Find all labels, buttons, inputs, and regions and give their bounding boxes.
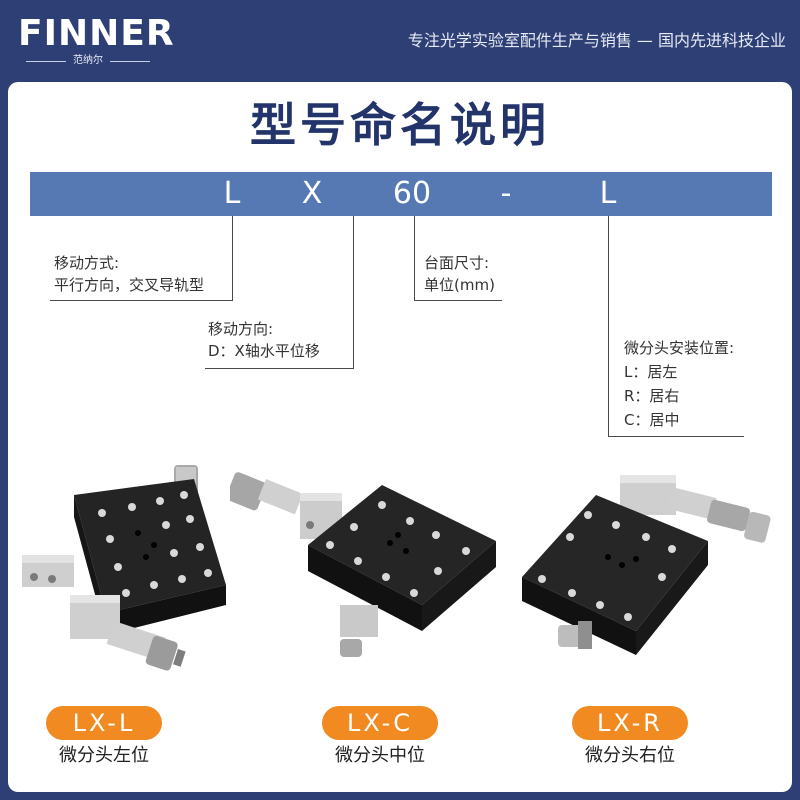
- size-label: 台面尺寸:: [424, 254, 490, 272]
- code-segment-axis: X: [301, 176, 323, 211]
- micrometer-option-center: C：居中: [624, 411, 680, 429]
- page-title: 型号命名说明: [250, 98, 550, 152]
- connector-mode-horizontal: [50, 300, 233, 301]
- logo-divider-left: [26, 61, 66, 62]
- connector-direction-vertical: [353, 216, 354, 368]
- caption-center: 微分头中位: [335, 745, 425, 766]
- stage-image-center: [230, 472, 496, 657]
- micrometer-option-left: L：居左: [624, 363, 678, 381]
- micrometer-knob-icon: [558, 621, 592, 649]
- micrometer-head-icon: [620, 475, 771, 543]
- model-code-bar: L X 60 - L: [30, 172, 772, 216]
- mode-value: 平行方向，交叉导轨型: [54, 276, 205, 294]
- code-segment-dash: -: [500, 176, 512, 211]
- code-segment-type: L: [223, 176, 241, 211]
- side-bracket-icon: [22, 555, 74, 587]
- mode-description: 移动方式: 平行方向，交叉导轨型: [54, 252, 204, 296]
- model-badge-left: LX-L: [46, 706, 162, 740]
- code-segment-size: 60: [392, 176, 432, 211]
- logo-divider-right: [110, 61, 150, 62]
- brand-logo: FINNER 范纳尔: [18, 13, 175, 68]
- logo-text: FINNER: [18, 13, 175, 54]
- model-badge-center: LX-C: [322, 706, 438, 740]
- caption-left: 微分头左位: [59, 745, 149, 766]
- direction-value: D：X轴水平位移: [208, 342, 320, 360]
- micrometer-label: 微分头安装位置:: [624, 339, 735, 357]
- micrometer-description: 微分头安装位置: L：居左 R：居右 C：居中: [624, 336, 734, 432]
- connector-size-horizontal: [414, 300, 502, 301]
- connector-direction-horizontal: [205, 368, 354, 369]
- micrometer-option-right: R：居右: [624, 387, 680, 405]
- direction-label: 移动方向:: [208, 320, 274, 338]
- stage-image-left: [22, 465, 226, 671]
- direction-description: 移动方向: D：X轴水平位移: [208, 318, 320, 362]
- connector-size-vertical: [414, 216, 415, 300]
- logo-subtext: 范纳尔: [73, 55, 103, 66]
- size-description: 台面尺寸: 单位(mm): [424, 252, 495, 296]
- tagline: 专注光学实验室配件生产与销售 — 国内先进科技企业: [407, 31, 786, 50]
- code-segment-position: L: [599, 176, 617, 211]
- header: FINNER 范纳尔 专注光学实验室配件生产与销售 — 国内先进科技企业: [0, 0, 800, 80]
- micrometer-head-icon: [230, 472, 342, 539]
- stage-image-right: [522, 475, 771, 655]
- model-badge-right: LX-R: [572, 706, 688, 740]
- connector-micrometer-horizontal: [608, 436, 744, 437]
- micrometer-knob-icon: [340, 605, 378, 657]
- micrometer-head-icon: [70, 595, 186, 671]
- caption-right: 微分头右位: [585, 745, 675, 766]
- connector-mode-vertical: [232, 216, 233, 300]
- connector-micrometer-vertical: [608, 216, 609, 436]
- mode-label: 移动方式:: [54, 254, 120, 272]
- logo-sub-row: 范纳尔: [18, 54, 158, 68]
- size-value: 单位(mm): [424, 276, 495, 294]
